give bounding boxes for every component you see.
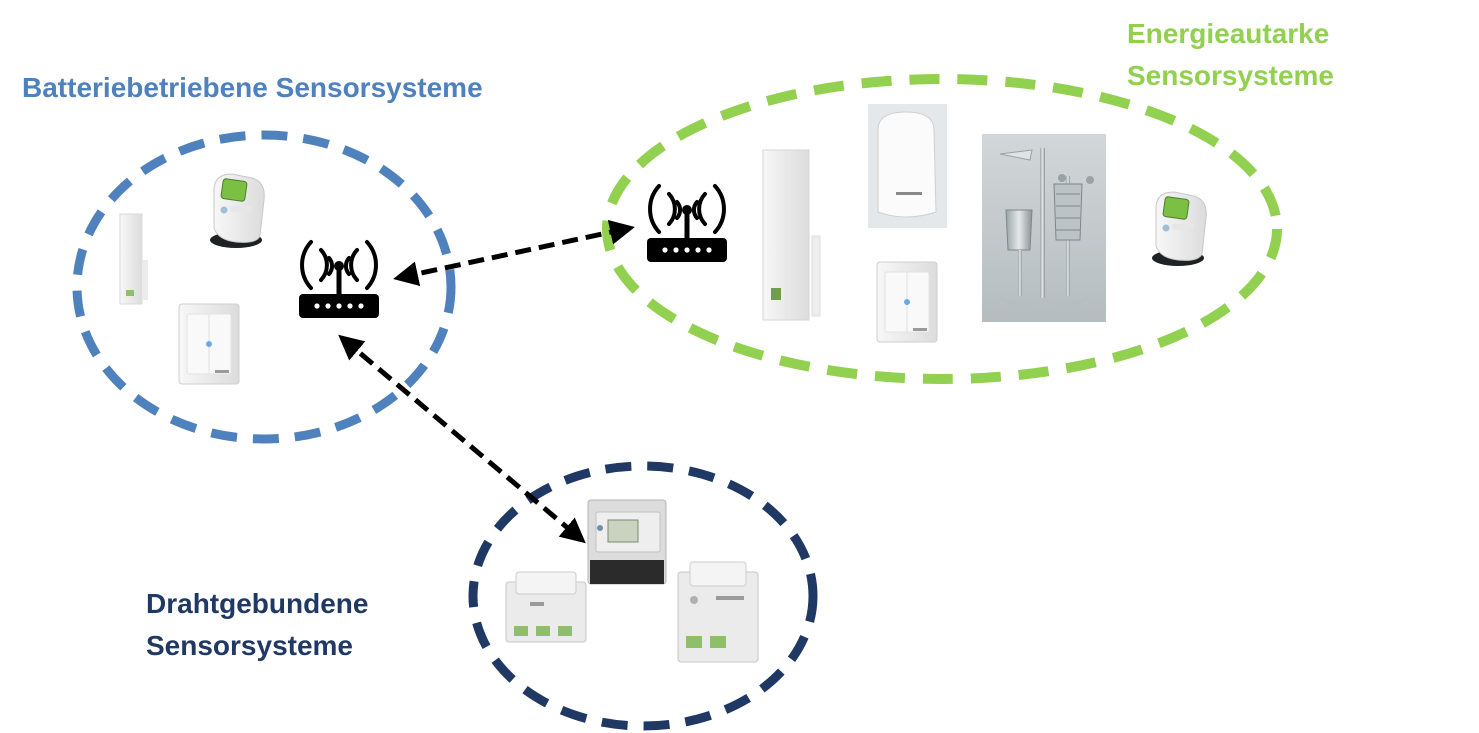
wall-switch-icon [178,303,240,385]
window-door-sensor-icon [119,213,148,305]
battery-group-label: Batteriebetriebene Sensorsysteme [22,67,483,109]
din-rail-module-icon [587,499,667,585]
energy-group-label: Energieautarke Sensorsysteme [1127,13,1334,97]
energy-group-label-line1: Energieautarke [1127,18,1330,49]
arrow-battery-wired [338,334,586,544]
window-door-sensor-icon [762,149,821,321]
wireless-router-icon [645,184,729,264]
arrow-battery-energy [393,219,635,287]
din-rail-module-icon [505,571,587,643]
wired-group-label-line2: Sensorsysteme [146,630,354,661]
battery-ellipse [72,130,456,444]
radiator-thermostat-icon [1151,191,1207,267]
energy-group-label-line2: Sensorsysteme [1127,60,1335,91]
wired-group-label: Drahtgebundene Sensorsysteme [146,583,368,667]
wall-switch-icon [876,261,938,343]
radiator-thermostat-icon [209,173,265,249]
wired-group-label-line1: Drahtgebundene [146,588,369,619]
temperature-humidity-sensor-icon [868,104,947,228]
wired-ellipse [468,461,818,731]
weather-station-icon [982,134,1106,322]
wireless-router-icon [297,240,381,320]
din-rail-module-icon [677,561,759,663]
battery-group-label-text: Batteriebetriebene Sensorsysteme [22,72,483,103]
